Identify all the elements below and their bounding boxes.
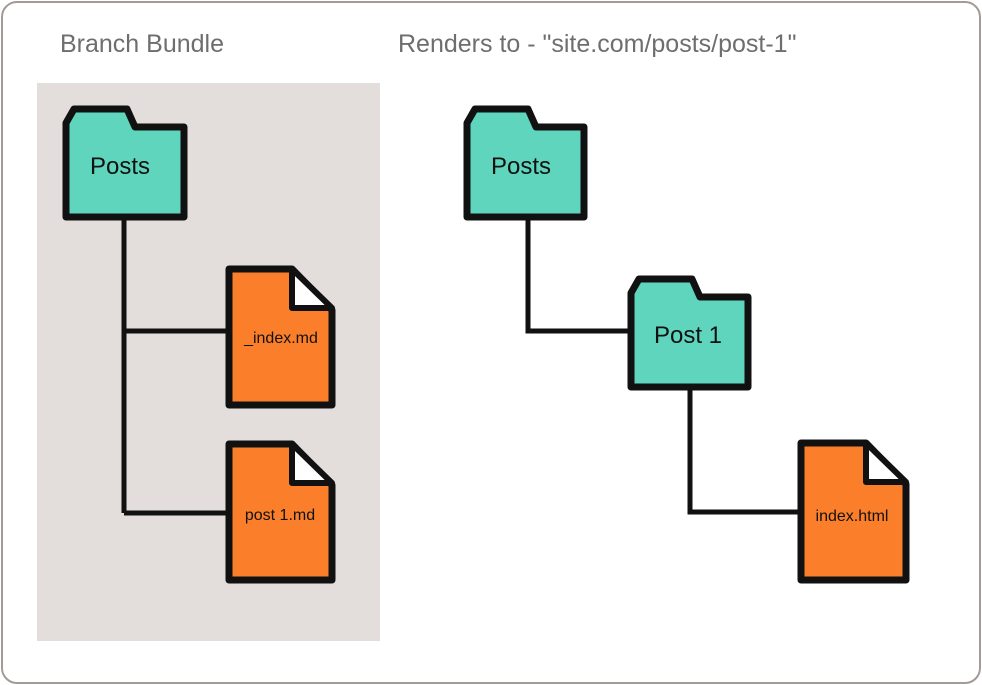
file-label-index-html: index.html xyxy=(816,508,889,525)
connector-line xyxy=(687,388,800,515)
folder-icon: Post 1 xyxy=(627,275,752,391)
file-label-post-1-md: post 1.md xyxy=(245,507,315,524)
file-icon: index.html xyxy=(797,439,910,584)
file-icon: post 1.md xyxy=(225,440,336,584)
right-tree-connectors xyxy=(525,218,800,515)
folder-label-post-1: Post 1 xyxy=(654,322,722,349)
file-icon: _index.md xyxy=(225,265,336,409)
folder-icon: Posts xyxy=(463,105,588,221)
folder-icon: Posts xyxy=(62,105,188,221)
file-label-index-md: _index.md xyxy=(243,330,318,347)
branch-bundle-heading: Branch Bundle xyxy=(60,30,225,58)
left-tree-connectors xyxy=(121,218,230,516)
folder-label-posts: Posts xyxy=(90,153,150,180)
connector-line xyxy=(525,218,632,334)
folder-label-posts: Posts xyxy=(491,153,551,180)
renders-to-heading: Renders to - "site.com/posts/post-1" xyxy=(398,30,797,58)
